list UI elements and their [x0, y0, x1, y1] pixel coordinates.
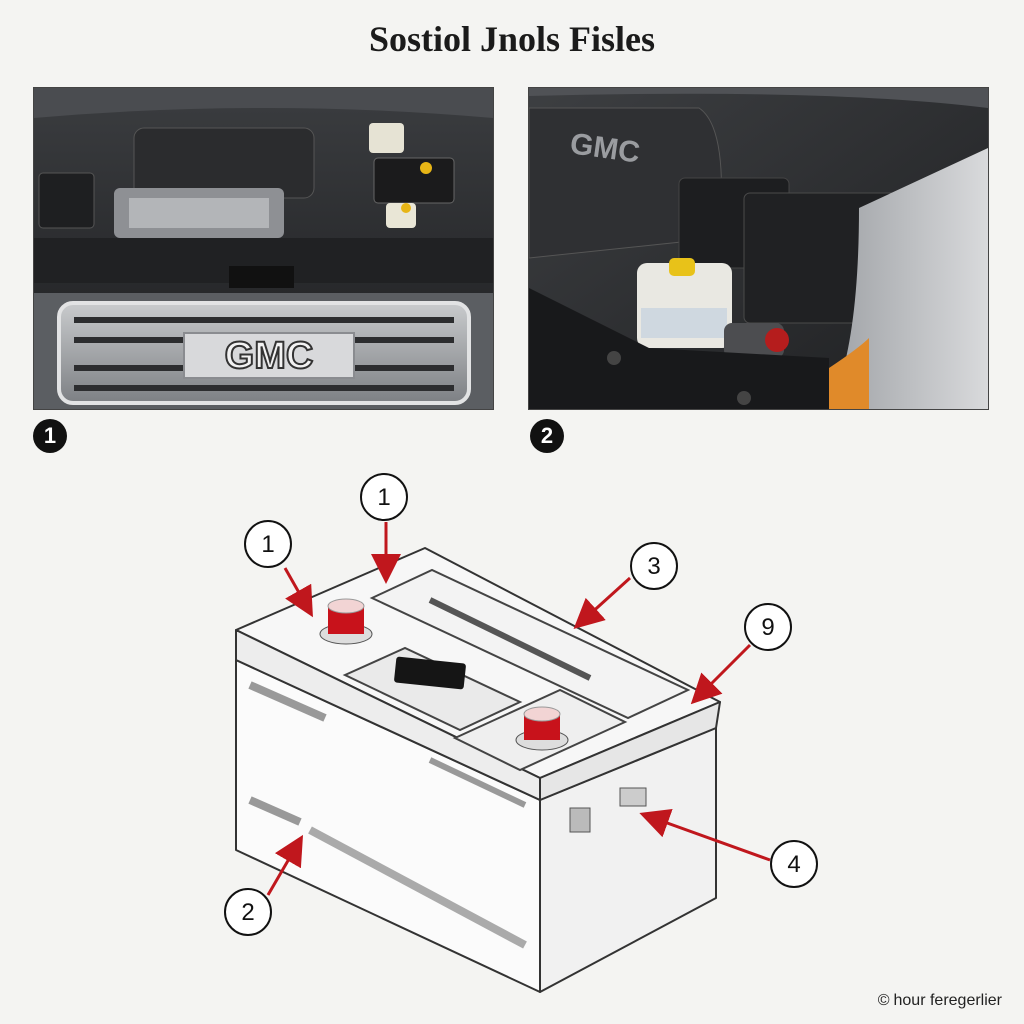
callout-circle-left-1 — [244, 520, 292, 568]
callout-label-4: 4 — [787, 851, 800, 878]
photo-number-2: 2 — [530, 419, 564, 453]
photo-number-1: 1 — [33, 419, 67, 453]
arrow-callout-9 — [690, 643, 752, 705]
engine-bay-front-photo: GMC — [33, 87, 494, 410]
callout-circle-top-1 — [360, 473, 408, 521]
handle-slot-right — [619, 787, 647, 807]
terminal-left — [319, 598, 373, 645]
lid-details — [248, 568, 691, 949]
callout-label-3: 3 — [647, 553, 660, 580]
callout-label-2: 2 — [241, 899, 254, 926]
footer-credit: ©hour feregerlier — [878, 992, 1002, 1010]
engine-bay-side-photo: GMC — [528, 87, 989, 410]
copyright-symbol: © — [877, 992, 890, 1009]
callout-circle-2 — [224, 888, 272, 936]
battery-diagram: 1 1 3 9 2 4 — [224, 473, 818, 993]
arrow-callout-2 — [266, 834, 304, 896]
gmc-badge-1: GMC — [225, 335, 314, 377]
charge-indicator-window — [394, 656, 466, 690]
handle-slot-left — [569, 807, 591, 833]
arrow-callout-3 — [573, 576, 632, 630]
page-title: Sostiol Jnols Fisles — [368, 19, 656, 59]
callout-circle-4 — [770, 840, 818, 888]
callout-circle-3 — [630, 542, 678, 590]
terminal-right — [515, 706, 569, 751]
callout-label-left-1: 1 — [261, 531, 274, 558]
callout-label-top-1: 1 — [377, 484, 390, 511]
arrow-callout-4 — [639, 809, 771, 862]
arrow-callout-left-1 — [283, 567, 313, 618]
callout-label-9: 9 — [761, 614, 774, 641]
footer-text: hour feregerlier — [893, 992, 1003, 1009]
callout-circle-9 — [744, 603, 792, 651]
